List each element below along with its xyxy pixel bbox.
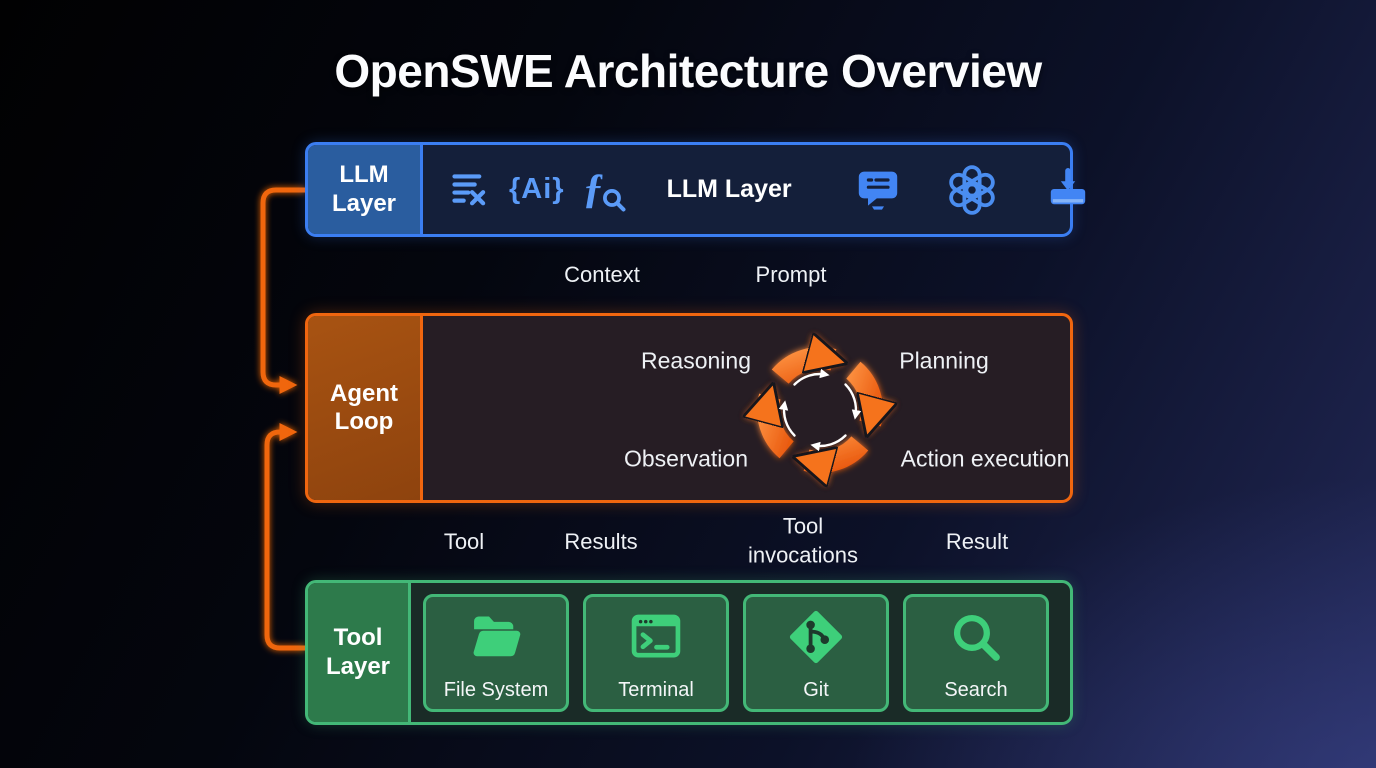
ai-braces-icon: {Ai} <box>509 173 565 205</box>
agent-cycle-icon <box>735 325 905 495</box>
stage-planning: Planning <box>899 347 989 374</box>
agent-loop-bar: Agent Loop <box>305 313 1073 503</box>
function-search-icon: ƒ <box>582 168 626 212</box>
tool-card-label: Search <box>944 678 1008 701</box>
list-x-icon <box>452 173 486 205</box>
tool-layer-side-label: Tool Layer <box>308 583 411 722</box>
chat-icon <box>858 171 897 210</box>
llm-layer-content: {Ai} ƒ LLM Layer <box>423 145 1118 234</box>
tool-to-agent-connector <box>264 423 305 651</box>
llm-layer-title: LLM Layer <box>666 175 792 203</box>
agent-loop-side-label: Agent Loop <box>308 316 423 500</box>
llm-layer-bar: LLM Layer {Ai} ƒ LLM Layer <box>305 142 1085 237</box>
tool-card-label: File System <box>443 678 549 701</box>
context-label: Context <box>564 262 640 287</box>
prompt-label: Prompt <box>755 262 827 287</box>
tool-layer-bar: Tool Layer File System <box>305 580 1073 725</box>
tool-invocations-label: Tool invocations <box>747 513 859 567</box>
tool-card-search: Search <box>903 593 1049 712</box>
tool-label: Tool <box>443 529 485 554</box>
terminal-icon <box>628 597 684 677</box>
tool-card-label: Terminal <box>618 678 694 701</box>
search-icon <box>949 597 1003 677</box>
openai-icon <box>948 164 995 215</box>
tool-card-git: Git <box>743 593 889 712</box>
svg-text:ƒ: ƒ <box>582 168 603 212</box>
tool-card-terminal: Terminal <box>583 593 729 712</box>
git-icon <box>789 597 843 677</box>
stage-reasoning: Reasoning <box>641 347 751 374</box>
stage-action-execution: Action execution <box>900 445 1070 472</box>
llm-to-agent-connector <box>260 187 305 394</box>
tool-card-file-system: File System <box>423 593 569 712</box>
result-label: Result <box>945 529 1009 554</box>
tool-cards: File System Terminal <box>411 583 1070 722</box>
stage-observation: Observation <box>623 445 749 472</box>
page-title: OpenSWE Architecture Overview <box>334 45 1042 97</box>
results-label: Results <box>564 529 638 554</box>
llm-layer-side-label: LLM Layer <box>308 145 423 234</box>
tool-card-label: Git <box>803 678 829 701</box>
folder-icon <box>468 597 524 677</box>
agent-loop-content: Reasoning Planning Observation Action ex… <box>423 316 1070 500</box>
download-icon <box>1050 167 1085 204</box>
